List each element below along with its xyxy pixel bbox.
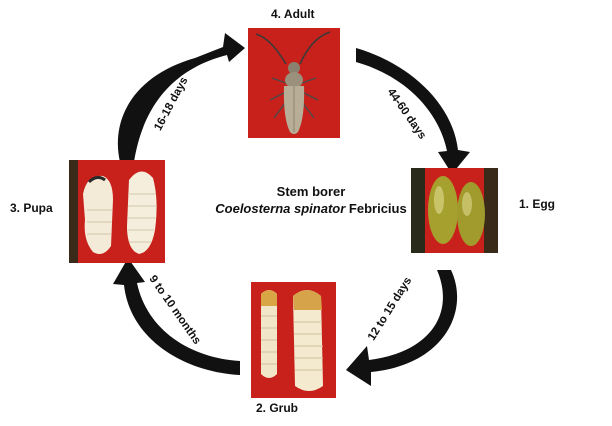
pupa-photo	[69, 160, 165, 263]
grub-icon	[251, 282, 336, 398]
arrow-grub-to-pupa	[113, 258, 240, 375]
stage-label-egg: 1. Egg	[519, 197, 556, 211]
egg-photo	[411, 168, 498, 253]
adult-beetle-icon	[248, 28, 340, 138]
arrow-adult-to-egg	[356, 48, 470, 174]
stage-label-adult: 4. Adult	[271, 7, 315, 21]
grub-photo	[251, 282, 336, 398]
stage-label-grub: 2. Grub	[256, 401, 299, 415]
adult-beetle-photo	[248, 28, 340, 138]
scientific-name: Coelosterna spinator	[215, 201, 346, 216]
pupa-icon	[69, 160, 165, 263]
center-title: Stem borer Coelosterna spinator Febriciu…	[176, 183, 446, 217]
species-line: Coelosterna spinator Febricius	[176, 200, 446, 217]
common-name: Stem borer	[276, 184, 346, 199]
stage-label-pupa: 3. Pupa	[10, 201, 53, 215]
egg-icon	[411, 168, 498, 253]
arrow-pupa-to-adult	[117, 33, 245, 162]
author-name: Febricius	[348, 201, 407, 216]
arrow-egg-to-grub	[346, 270, 458, 386]
